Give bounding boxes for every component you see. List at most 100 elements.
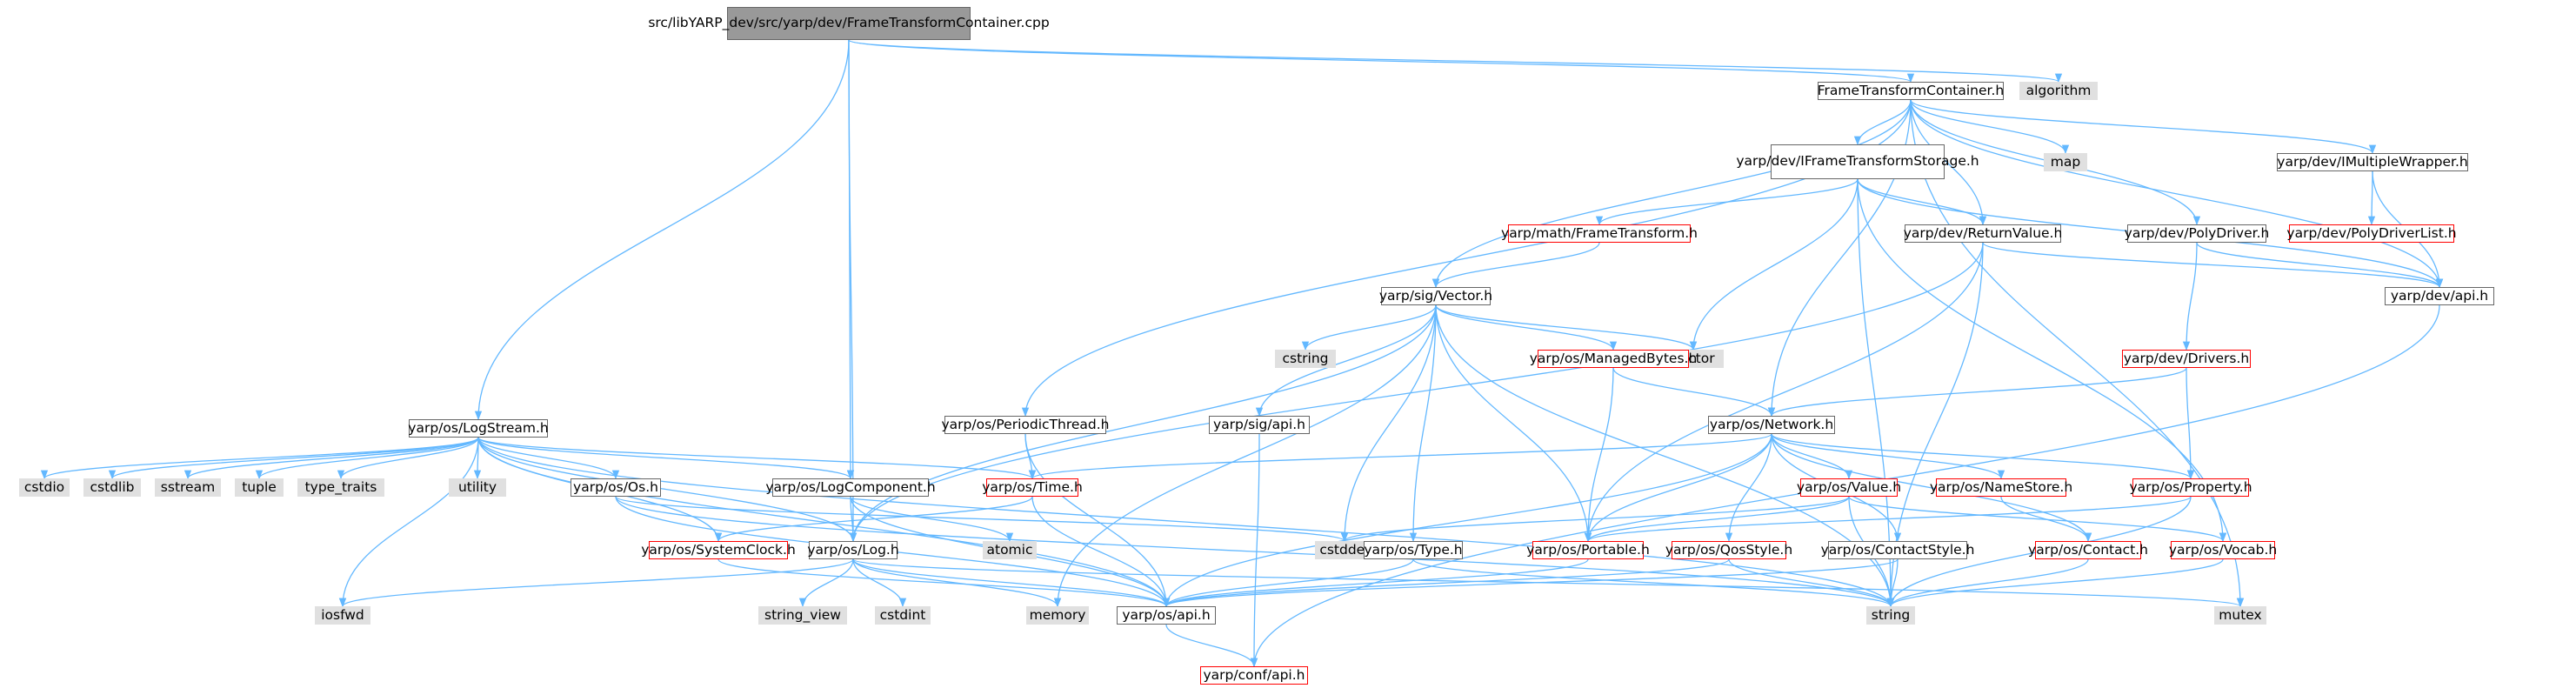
edge-pd-to-drivers — [2182, 242, 2198, 351]
node-cstddef: cstddef — [1315, 541, 1374, 559]
node-sig-api-h[interactable]: yarp/sig/api.h — [1209, 416, 1310, 434]
node-string: string — [1866, 606, 1915, 625]
edge-ftc-to-map — [1910, 99, 2070, 155]
edge-ls-to-tuple — [255, 437, 479, 480]
edge-root-to-log — [848, 39, 858, 543]
edge-ftc-to-ifts — [1853, 99, 1912, 146]
edge-type-to-string — [1412, 558, 1894, 608]
edge-log-to-memory — [852, 558, 1062, 608]
node-frame-transform-container-h[interactable]: FrameTransformContainer.h — [1818, 82, 2004, 100]
edge-ls-to-oss — [477, 437, 620, 480]
node-time-h[interactable]: yarp/os/Time.h — [982, 478, 1083, 497]
edge-ls-to-type_traits — [337, 437, 479, 480]
edge-mb-to-net — [1612, 367, 1776, 418]
edge-ifts-to-rv — [1857, 178, 1987, 226]
edge-net-to-prop — [1771, 433, 2194, 480]
edge-pth-to-osapi — [1024, 433, 1171, 608]
node-contact-h[interactable]: yarp/os/Contact.h — [2028, 541, 2148, 559]
node-sig-vector-h[interactable]: yarp/sig/Vector.h — [1379, 287, 1492, 305]
edge-ftc-to-mutex — [1910, 99, 2245, 608]
edge-ifts-to-vocab — [1857, 178, 2227, 543]
edge-vec-to-log — [849, 304, 1437, 543]
edge-mb-to-port — [1584, 367, 1614, 543]
edge-ftc-to-imw — [1910, 99, 2376, 155]
node-value-h[interactable]: yarp/os/Value.h — [1797, 478, 1901, 497]
node-iosfwd: iosfwd — [315, 606, 370, 625]
edge-ls-to-cstdlib — [109, 437, 479, 480]
edge-sysclock-to-osapi — [717, 558, 1170, 608]
node-os-h[interactable]: yarp/os/Os.h — [571, 478, 661, 497]
node-type-h[interactable]: yarp/os/Type.h — [1364, 541, 1463, 559]
edge-net-to-val — [1771, 433, 1853, 480]
edge-vec-to-memory — [1053, 304, 1437, 608]
node-vocab-h[interactable]: yarp/os/Vocab.h — [2169, 541, 2277, 559]
edge-lc-to-atomic — [850, 496, 1014, 543]
node-property-h[interactable]: yarp/os/Property.h — [2130, 478, 2252, 497]
edge-net-to-contact — [1771, 433, 2092, 543]
edge-val-to-vocab — [1848, 496, 2226, 543]
edge-net-to-port — [1584, 433, 1772, 543]
edge-oss-to-cstddef — [615, 496, 1348, 543]
node-poly-driver-list-h[interactable]: yarp/dev/PolyDriverList.h — [2286, 224, 2457, 243]
edge-vec-to-sigapi — [1255, 304, 1437, 418]
edge-log-to-mutex — [852, 558, 2244, 608]
edge-log-to-string_view — [798, 558, 854, 608]
node-algorithm: algorithm — [2019, 82, 2098, 100]
edge-time-to-sysclock — [714, 496, 1033, 543]
edge-vec-to-cstddef — [1340, 304, 1437, 543]
edge-sigapi-to-confapi — [1250, 433, 1260, 668]
node-log-h[interactable]: yarp/os/Log.h — [807, 541, 899, 559]
edge-contact-to-string — [1886, 558, 2089, 608]
node-math-frame-transform-h[interactable]: yarp/math/FrameTransform.h — [1501, 224, 1698, 243]
node-map: map — [2044, 153, 2087, 171]
edge-pd-to-devapi — [2196, 242, 2444, 289]
node-string-view: string_view — [758, 606, 847, 625]
edge-rv-to-devapi — [1982, 242, 2443, 289]
node-portable-h[interactable]: yarp/os/Portable.h — [1526, 541, 1650, 559]
root-file-line2: /yarp/dev/FrameTransformContainer.cpp — [777, 15, 1050, 31]
edge-drivers-to-net — [1768, 367, 2187, 418]
node-return-value-h[interactable]: yarp/dev/ReturnValue.h — [1904, 224, 2062, 243]
edge-vec-to-mb — [1435, 304, 1618, 351]
node-network-h[interactable]: yarp/os/Network.h — [1708, 416, 1835, 434]
node-atomic: atomic — [983, 541, 1037, 559]
edge-ls-to-sstream — [184, 437, 479, 480]
edge-ifts-to-string — [1857, 178, 1895, 608]
edge-log-to-iosfwd — [339, 558, 854, 608]
node-os-api-h[interactable]: yarp/os/api.h — [1117, 606, 1216, 625]
edge-root-to-ftc — [848, 39, 1914, 84]
edge-ls-to-iosfwd — [338, 437, 479, 608]
node-memory: memory — [1026, 606, 1089, 625]
node-iframe-transform-storage-h[interactable]: yarp/dev/IFrameTransform Storage.h — [1736, 144, 1979, 179]
edge-port-to-osapi — [1163, 558, 1589, 608]
edge-ifts-to-mft — [1595, 178, 1859, 226]
edge-qos-to-string — [1728, 558, 1895, 608]
edge-val-to-cstddef — [1341, 496, 1850, 543]
node-cstdio: cstdio — [19, 478, 70, 497]
edge-ftc-to-rv — [1910, 99, 1987, 226]
node-dev-api-h[interactable]: yarp/dev/api.h — [2385, 287, 2494, 305]
node-poly-driver-h[interactable]: yarp/dev/PolyDriver.h — [2125, 224, 2269, 243]
node-periodic-thread-h[interactable]: yarp/os/PeriodicThread.h — [942, 416, 1110, 434]
node-log-component-h[interactable]: yarp/os/LogComponent.h — [765, 478, 936, 497]
edge-net-to-ns — [1771, 433, 2005, 480]
node-cstring: cstring — [1275, 350, 1336, 368]
node-log-stream-h[interactable]: yarp/os/LogStream.h — [408, 419, 549, 438]
edge-ls-to-lc — [477, 437, 854, 480]
node-cstdint: cstdint — [875, 606, 931, 625]
node-managed-bytes-h[interactable]: yarp/os/ManagedBytes.h — [1530, 350, 1697, 368]
edge-ls-to-cstdio — [41, 437, 479, 480]
node-conf-api-h[interactable]: yarp/conf/api.h — [1200, 666, 1308, 685]
edge-log-to-cstdint — [852, 558, 907, 608]
node-contact-style-h[interactable]: yarp/os/ContactStyle.h — [1821, 541, 1974, 559]
edge-oss-to-string — [615, 496, 1894, 608]
node-system-clock-h[interactable]: yarp/os/SystemClock.h — [641, 541, 796, 559]
root-file-line1: src/libYARP_dev/src — [648, 15, 778, 31]
node-name-store-h[interactable]: yarp/os/NameStore.h — [1930, 478, 2072, 497]
edge-ls-to-osapi — [477, 437, 1171, 608]
node-drivers-h[interactable]: yarp/dev/Drivers.h — [2122, 350, 2251, 368]
node-qos-style-h[interactable]: yarp/os/QosStyle.h — [1665, 541, 1792, 559]
edge-vec-to-cstring — [1301, 304, 1437, 351]
node-imultiple-wrapper-h[interactable]: yarp/dev/IMultipleWrapper.h — [2277, 153, 2468, 171]
